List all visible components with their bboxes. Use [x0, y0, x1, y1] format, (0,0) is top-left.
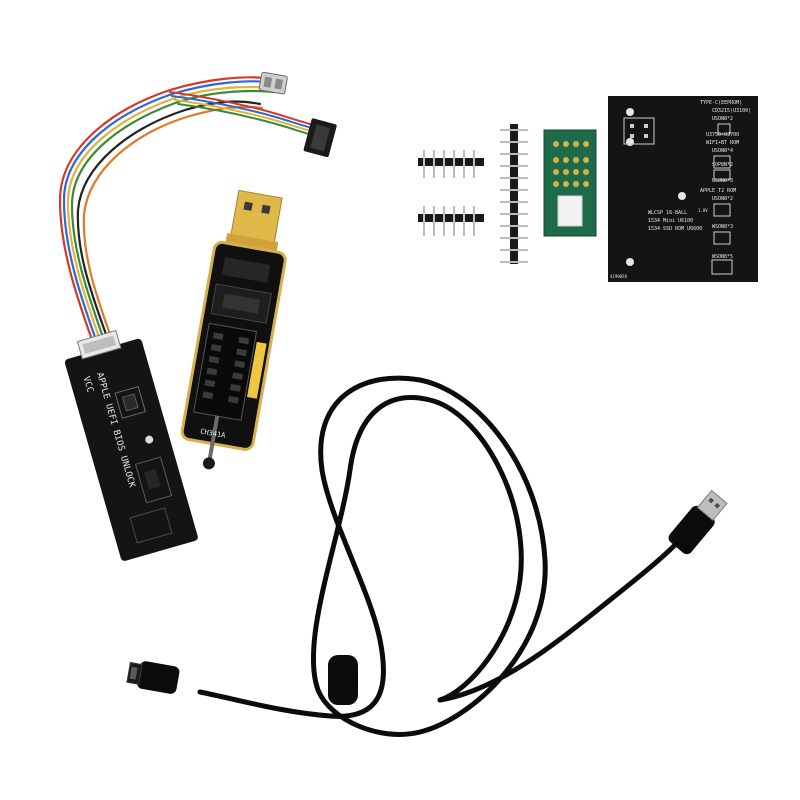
- adapter-line-9: USON8*2: [712, 196, 733, 202]
- green-adapter-board: [543, 129, 597, 237]
- pin-header-long: [500, 124, 528, 264]
- adapter-line-4: WIFI+BT ROM: [706, 140, 739, 146]
- usb-male-connector: [668, 489, 728, 555]
- adapter-board: TYPE-C(EEPROM) CD3215(U3100) USON8*2 U37…: [608, 96, 758, 282]
- adapter-line-10: WSON8*3: [712, 224, 733, 230]
- usb-female-connector: [126, 661, 180, 694]
- adapter-line-11: WSON8*5: [712, 254, 733, 260]
- pin-header-short-1: [418, 150, 484, 178]
- adapter-line-5: USON8*4: [712, 148, 733, 154]
- adapter-line-16: 1.8V: [698, 208, 708, 213]
- bios-unlock-board: VCC APPLE UEFI BIOS UNLOCK: [64, 329, 198, 561]
- ribbon-connector: [303, 118, 337, 158]
- adapter-line-12: WLCSP 16-BALL: [648, 210, 687, 216]
- pin-header-short-2: [418, 206, 484, 236]
- adapter-line-3: U3750+U3700: [706, 132, 739, 138]
- adapter-line-1: CD3215(U3100): [712, 108, 751, 114]
- adapter-line-7: USON8*3: [712, 178, 733, 184]
- adapter-line-13: 1534 Mini U6100: [648, 218, 693, 224]
- ferrite-bead: [328, 655, 358, 705]
- ribbon-cable: [58, 76, 325, 342]
- adapter-line-14: 1534 SSD ROM U6600: [648, 226, 702, 232]
- ch341a-programmer: CH341A: [180, 189, 287, 470]
- adapter-line-6: SOP8N*2: [712, 162, 733, 168]
- adapter-line-2: USON8*2: [712, 116, 733, 122]
- board-vcc-label: VCC: [81, 375, 95, 393]
- usb-extension-cable: [197, 375, 679, 737]
- switch-connector: [258, 71, 288, 95]
- adapter-line-0: TYPE-C(EEPROM): [700, 100, 742, 106]
- adapter-line-8: APPLE T2 ROM: [700, 188, 736, 194]
- adapter-line-15: 4199058: [610, 274, 627, 279]
